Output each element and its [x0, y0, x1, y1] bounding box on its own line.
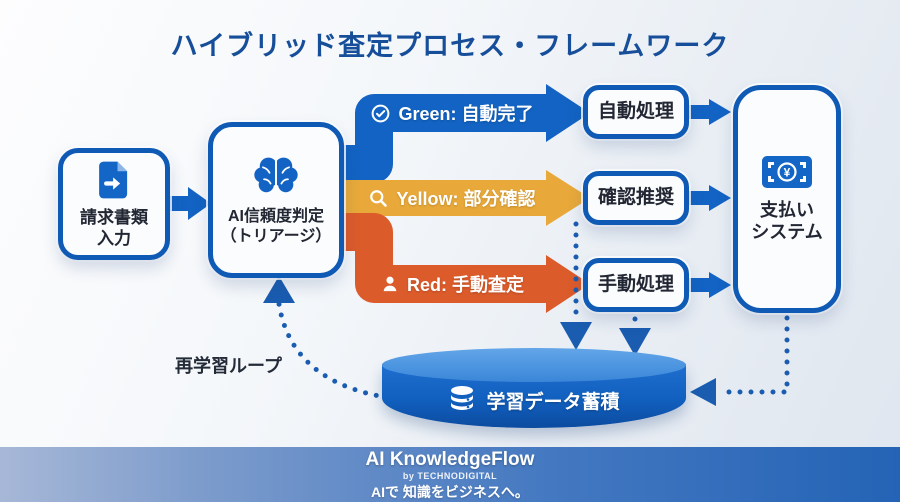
dotted-payment-to-datastore [715, 315, 790, 395]
node-ai-triage: AI信頼度判定 （トリアージ） [208, 122, 344, 278]
page-title: ハイブリッド査定プロセス・フレームワーク [170, 31, 730, 61]
brand-byline: by TECHNODIGITAL [402, 471, 498, 482]
arrow-confirm-to-payment [687, 185, 731, 211]
arrowhead-manual-down [619, 328, 651, 356]
brain-icon [254, 156, 298, 194]
node-manual-process: 手動処理 [583, 258, 689, 312]
branch-band-green [340, 84, 590, 183]
branch-label-green-text: Green: 自動完了 [398, 104, 534, 124]
branch-label-green: Green: 自動完了 [352, 94, 552, 132]
arrowhead-payment-left [690, 378, 716, 406]
banknote-yen-icon: ¥ [762, 155, 812, 188]
node-invoice-input-label-1: 請求書類 [80, 207, 148, 227]
brand-tagline: AIで 知識をビジネスへ。 [371, 483, 529, 500]
dotted-relearn-loop [276, 301, 401, 402]
database-icon [451, 386, 474, 410]
datastore-top [382, 348, 686, 382]
relearn-loop-label: 再学習ループ [175, 356, 282, 376]
node-invoice-input-label-2: 入力 [97, 229, 131, 248]
node-payment-system: ¥ 支払い システム [733, 85, 841, 313]
branch-label-red-text: Red: 手動査定 [407, 275, 524, 295]
footer-brand-bar: AI KnowledgeFlow by TECHNODIGITAL AIで 知識… [0, 447, 900, 502]
branch-band-yellow [340, 170, 590, 226]
brand-name: AI KnowledgeFlow [365, 449, 535, 471]
branch-label-yellow: Yellow: 部分確認 [352, 179, 552, 217]
branch-label-red: Red: 手動査定 [352, 265, 552, 303]
person-icon [383, 276, 397, 292]
node-ai-triage-label-2: （トリアージ） [220, 228, 332, 245]
magnifier-icon [370, 189, 388, 207]
node-confirm-recommend-label: 確認推奨 [597, 187, 674, 209]
arrow-auto-to-payment [687, 99, 731, 125]
node-auto-process: 自動処理 [583, 85, 689, 139]
node-datastore: 学習データ蓄積 [382, 348, 686, 428]
arrowhead-relearn-up [263, 276, 295, 303]
node-payment-label-2: システム [751, 222, 823, 242]
node-manual-process-label: 手動処理 [597, 274, 674, 296]
arrow-manual-to-payment [687, 272, 731, 298]
node-auto-process-label: 自動処理 [597, 101, 674, 123]
branch-band-red [340, 213, 590, 313]
node-invoice-input: 請求書類 入力 [58, 148, 170, 260]
branch-label-yellow-text: Yellow: 部分確認 [396, 189, 536, 209]
node-payment-label-1: 支払い [760, 199, 814, 220]
check-circle-icon [372, 104, 390, 122]
node-ai-triage-label-1: AI信頼度判定 [227, 208, 324, 225]
node-confirm-recommend: 確認推奨 [583, 171, 689, 225]
node-datastore-label: 学習データ蓄積 [486, 391, 620, 413]
svg-text:¥: ¥ [784, 165, 791, 179]
arrow-input-to-triage [168, 187, 211, 220]
arrowhead-confirm-down [560, 322, 592, 350]
document-arrow-icon [99, 161, 128, 199]
